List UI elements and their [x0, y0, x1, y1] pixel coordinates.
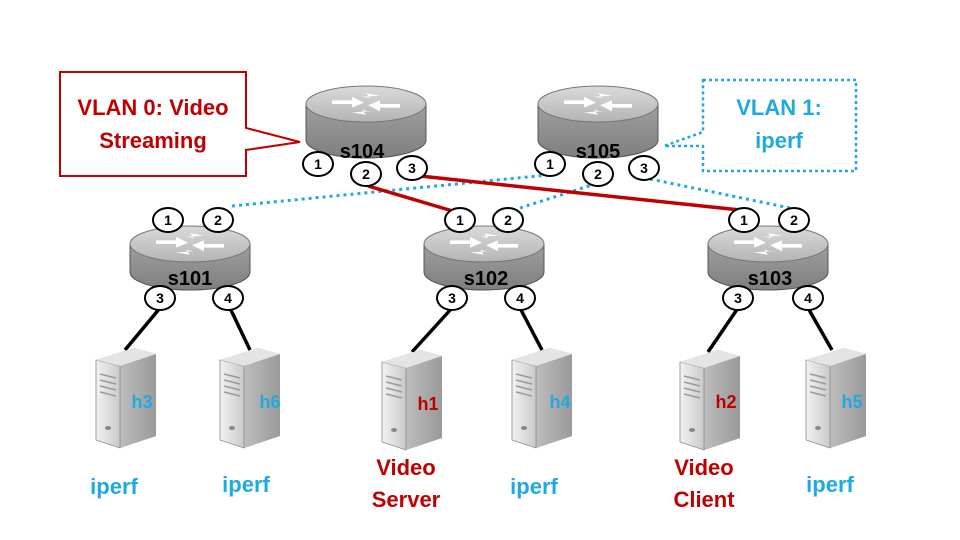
svg-text:3: 3	[448, 290, 456, 306]
port-s105-1: 1	[534, 151, 566, 177]
role-label-h2-line2: Client	[673, 487, 735, 512]
svg-text:3: 3	[408, 160, 416, 176]
svg-text:2: 2	[214, 212, 222, 228]
host-h4: h4	[511, 348, 572, 449]
vlan1-callout-line2: iperf	[755, 128, 803, 153]
port-s102-2: 2	[492, 207, 524, 233]
svg-text:4: 4	[804, 290, 812, 306]
svg-text:3: 3	[640, 160, 648, 176]
vlan0-callout: VLAN 0: Video Streaming	[59, 71, 301, 177]
switch-s105: s105	[537, 85, 659, 163]
svg-text:1: 1	[456, 212, 464, 228]
role-label-h1-line1: Video	[376, 455, 436, 480]
role-label-h5: iperf	[806, 472, 854, 497]
server-icon	[381, 350, 442, 451]
svg-text:4: 4	[516, 290, 524, 306]
role-label-h3: iperf	[90, 474, 138, 499]
link-s103-h2	[706, 307, 740, 353]
port-markers: 1 2 3 1 2 3 1 2 3 4 1 2 3 4 1 2 3 4	[144, 151, 824, 311]
port-s103-4: 4	[792, 285, 824, 311]
link-s101-h6	[228, 307, 252, 351]
svg-text:3: 3	[734, 290, 742, 306]
port-s103-3: 3	[722, 285, 754, 311]
link-s105-p3-s103-p2	[649, 177, 791, 210]
server-icon	[219, 348, 280, 449]
host-links	[123, 306, 834, 354]
link-s104-p2-s102-p1	[367, 184, 457, 214]
host-label: h4	[549, 392, 570, 412]
switch-label: s104	[340, 141, 385, 163]
vlan1-links	[231, 173, 791, 210]
svg-text:1: 1	[164, 212, 172, 228]
port-s101-3: 3	[144, 285, 176, 311]
svg-text:1: 1	[546, 156, 554, 172]
switch-label: s102	[464, 268, 509, 290]
role-label-h1-line2: Server	[372, 487, 441, 512]
svg-text:2: 2	[504, 212, 512, 228]
host-h6: h6	[219, 348, 281, 449]
port-s101-1: 1	[152, 207, 184, 233]
switch-s101: s101	[129, 225, 251, 291]
host-h3: h3	[95, 348, 156, 449]
switch-label: s101	[168, 268, 213, 290]
host-label: h6	[259, 392, 280, 412]
port-s102-4: 4	[504, 285, 536, 311]
server-icon	[95, 348, 156, 449]
port-s101-2: 2	[202, 207, 234, 233]
link-s102-h4	[518, 307, 544, 351]
host-label: h5	[841, 392, 862, 412]
port-s101-4: 4	[212, 285, 244, 311]
port-s104-1: 1	[302, 151, 334, 177]
switch-s103: s103	[707, 225, 829, 291]
port-s105-2: 2	[582, 161, 614, 187]
link-s101-h3	[123, 306, 162, 352]
switch-label: s103	[748, 268, 793, 290]
svg-text:1: 1	[314, 156, 322, 172]
svg-text:2: 2	[594, 166, 602, 182]
server-icon	[511, 348, 572, 449]
switch-s104: s104	[305, 85, 427, 163]
host-label: h2	[715, 392, 736, 412]
link-s103-h5	[806, 307, 834, 351]
switch-s102: s102	[423, 225, 545, 291]
role-label-h4: iperf	[510, 474, 558, 499]
port-s103-2: 2	[778, 207, 810, 233]
host-h2: h2	[679, 350, 740, 451]
port-s103-1: 1	[728, 207, 760, 233]
vlan1-callout: VLAN 1: iperf	[663, 78, 858, 173]
host-label: h1	[417, 394, 438, 414]
svg-text:2: 2	[790, 212, 798, 228]
vlan0-callout-line1: VLAN 0: Video	[77, 95, 228, 120]
vlan0-callout-line2: Streaming	[99, 128, 207, 153]
link-s101-p2-s105-p1	[231, 173, 549, 208]
svg-text:3: 3	[156, 290, 164, 306]
role-labels: iperf iperf Video Server iperf Video Cli…	[90, 455, 854, 512]
port-s102-1: 1	[444, 207, 476, 233]
role-label-h6: iperf	[222, 472, 270, 497]
server-icon	[679, 350, 740, 451]
vlan0-links	[367, 174, 741, 214]
role-label-h2-line1: Video	[674, 455, 734, 480]
link-s104-p3-s103-p1	[419, 174, 741, 212]
port-s104-2: 2	[350, 161, 382, 187]
link-s102-h1	[410, 306, 454, 354]
host-h5: h5	[805, 348, 866, 449]
switch-label: s105	[576, 141, 621, 163]
svg-text:4: 4	[224, 290, 232, 306]
port-s102-3: 3	[436, 285, 468, 311]
svg-text:1: 1	[740, 212, 748, 228]
vlan1-callout-line1: VLAN 1:	[736, 95, 822, 120]
port-s104-3: 3	[396, 155, 428, 181]
port-s105-3: 3	[628, 155, 660, 181]
host-label: h3	[131, 392, 152, 412]
host-h1: h1	[381, 350, 442, 451]
server-icon	[805, 348, 866, 449]
svg-text:2: 2	[362, 166, 370, 182]
